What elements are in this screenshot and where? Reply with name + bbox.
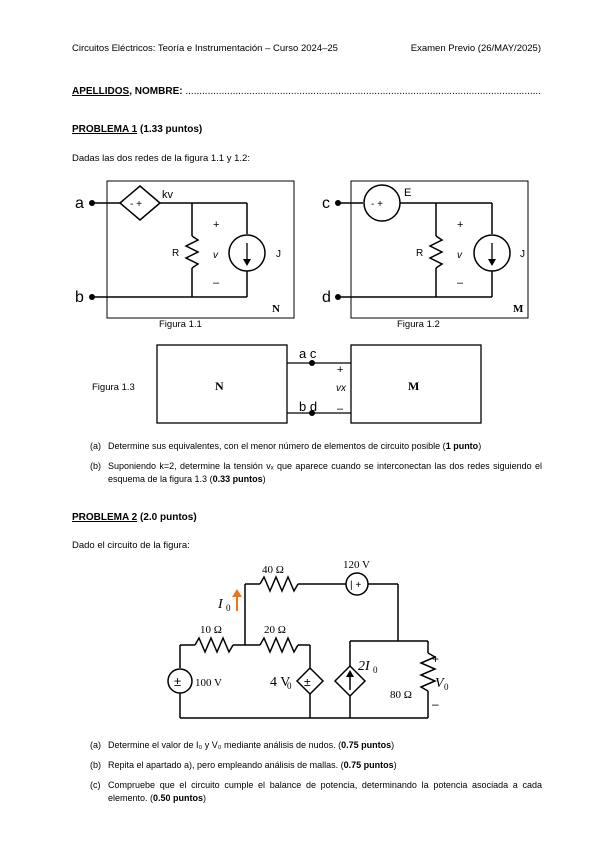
name-dotted-line: ........................................… [185,86,542,97]
svg-text:–: – [213,277,220,289]
resistor-R-icon [428,235,444,269]
svg-text:V: V [435,676,445,691]
name-field: APELLIDOS, NOMBRE: .....................… [72,86,542,97]
svg-text:v: v [213,250,219,261]
node-b-label: b [75,289,84,306]
header-course: Circuitos Eléctricos: Teoría e Instrumen… [72,43,338,54]
svg-text:N: N [272,303,280,315]
svg-text:M: M [408,379,419,393]
svg-text:- +: - + [130,199,142,210]
problem2-item-c: (c) Compruebe que el circuito cumple el … [90,780,542,803]
svg-text:+: + [337,364,343,376]
E-label: E [404,187,411,199]
figure-1-3-caption: Figura 1.3 [92,382,135,393]
problem2-item-b: (b) Repita el apartado a), pero empleand… [90,760,397,770]
svg-text:N: N [215,379,224,393]
header-exam-date: Examen Previo (26/MAY/2025) [410,43,541,54]
problem1-item-b: (b) Suponiendo k=2, determine la tensión… [90,461,542,484]
svg-text:| +: | + [350,580,361,591]
problem2-points: (2.0 puntos) [139,512,197,523]
svg-text:- +: - + [371,199,383,210]
svg-text:–: – [457,277,464,289]
surname-label: APELLIDOS [72,86,130,97]
problem1-item-a: (a) Determine sus equivalentes, con el m… [90,441,482,451]
node-d-label: d [322,289,331,306]
resistor-R-icon [184,235,200,269]
svg-text:±: ± [304,675,311,689]
svg-text:J: J [520,249,525,260]
svg-text:0: 0 [444,682,449,692]
resistor-20-icon [259,636,299,654]
resistor-10-icon [194,636,234,654]
svg-text:v: v [457,250,463,261]
svg-text:0: 0 [373,665,378,675]
problem1-points: (1.33 puntos) [139,124,203,135]
svg-text:+: + [213,219,219,231]
svg-text:80 Ω: 80 Ω [390,689,412,701]
svg-text:J: J [276,249,281,260]
figure-1-1-caption: Figura 1.1 [159,319,202,330]
svg-text:40 Ω: 40 Ω [262,564,284,576]
svg-text:R: R [172,248,179,259]
svg-text:a c: a c [299,346,317,361]
svg-text:±: ± [174,674,181,689]
svg-text:I: I [217,597,224,612]
figure-1-1: a - + kv R + v – J b N [75,180,295,319]
svg-text:vx: vx [336,383,347,394]
problem1-intro: Dadas las dos redes de la figura 1.1 y 1… [72,153,250,164]
svg-text:b d: b d [299,399,317,414]
kv-label: kv [162,189,174,201]
figure-1-3: N M a c b d + vx – [156,344,482,424]
node-c-label: c [322,195,330,212]
svg-text:+: + [432,652,439,666]
svg-text:4 V: 4 V [270,675,290,690]
problem2-title: PROBLEMA 2 (2.0 puntos) [72,512,197,523]
svg-text:M: M [513,303,524,315]
svg-text:+: + [457,219,463,231]
svg-text:0: 0 [226,603,231,613]
svg-text:120 V: 120 V [343,559,370,571]
resistor-40-icon [259,575,299,593]
svg-text:–: – [337,403,344,415]
svg-text:R: R [416,248,423,259]
problem2-item-a: (a) Determine el valor de I₀ y V₀ median… [90,740,395,750]
problem2-circuit: | + 40 Ω 120 V I 0 10 Ω 20 Ω ± 100 V ± 4… [167,559,449,719]
svg-text:–: – [432,697,439,711]
svg-text:10 Ω: 10 Ω [200,624,222,636]
current-arrow-icon [232,589,242,597]
resistor-80-icon [419,652,437,692]
figure-1-2: c - + E R + v – J d M [322,180,529,319]
svg-text:100 V: 100 V [195,677,222,689]
name-label: , NOMBRE: [129,86,183,97]
svg-text:2I: 2I [358,659,371,674]
svg-text:20 Ω: 20 Ω [264,624,286,636]
problem1-title: PROBLEMA 1 (1.33 puntos) [72,124,203,135]
svg-text:0: 0 [287,681,292,691]
problem2-intro: Dado el circuito de la figura: [72,540,190,551]
figure-1-2-caption: Figura 1.2 [397,319,440,330]
node-a-label: a [75,195,84,212]
